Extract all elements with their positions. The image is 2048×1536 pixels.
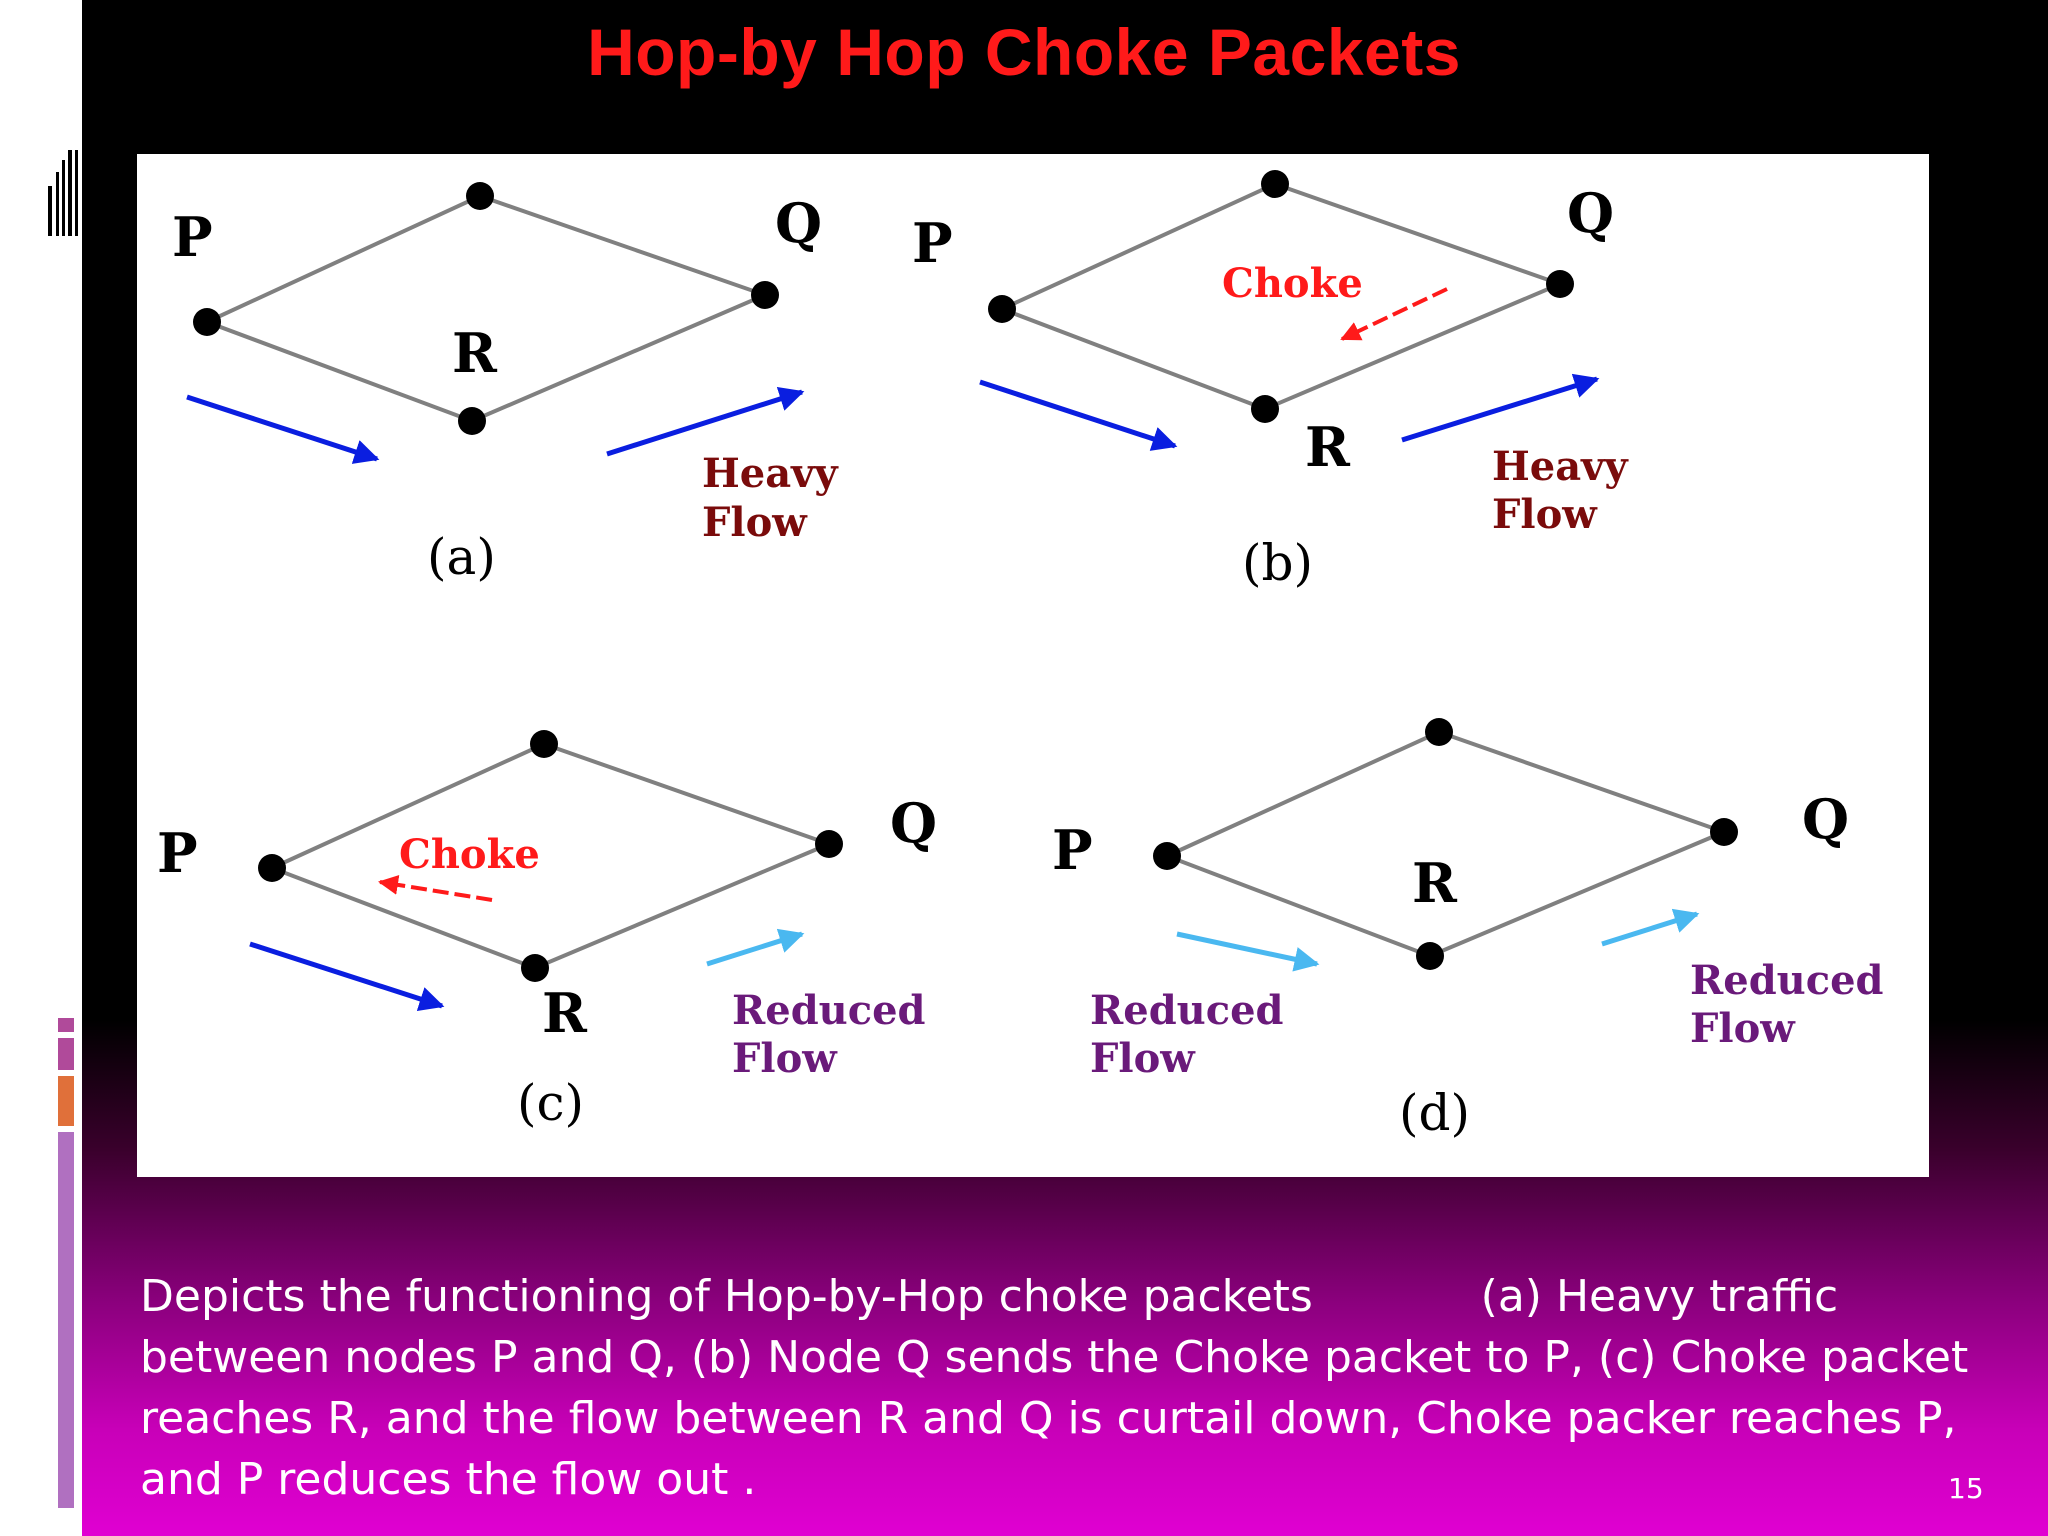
network-links: [201, 193, 771, 424]
node-r: [1416, 942, 1444, 970]
flow-label-right-line-2: Flow: [1690, 1005, 1796, 1052]
node-r: [1251, 395, 1279, 423]
caption-line: between nodes P and Q, (b) Node Q sends …: [140, 1332, 1969, 1383]
accent-bar-purple-small: [58, 1018, 74, 1032]
flow-label-left-line-1: Reduced: [1090, 987, 1284, 1034]
reduced-flow-arrow-in: [1176, 931, 1320, 972]
node-label-p: P: [157, 821, 198, 885]
node-r: [458, 407, 486, 435]
node-label-q: Q: [775, 191, 822, 255]
slide-caption: Depicts the functioning of Hop-by-Hop ch…: [140, 1266, 1969, 1510]
choke-packet-figure: P Q R Heavy Flow (a) P Q R Choke Heavy: [137, 154, 1929, 1177]
caption-line: and P reduces the flow out .: [140, 1454, 757, 1505]
node-label-p: P: [172, 205, 213, 269]
node-label-p: P: [912, 211, 953, 275]
flow-label-line-2: Flow: [702, 499, 808, 546]
node-top: [466, 182, 494, 210]
heavy-flow-arrow-out: [1401, 373, 1600, 443]
decorative-bar: [62, 160, 65, 236]
caption-line: Depicts the functioning of Hop-by-Hop ch…: [140, 1271, 1839, 1322]
network-links: [266, 741, 835, 971]
node-q: [815, 830, 843, 858]
node-r: [521, 954, 549, 982]
flow-label-left-line-2: Flow: [1090, 1035, 1196, 1082]
flow-label-line-1: Reduced: [732, 987, 926, 1034]
choke-packet-arrow: [378, 874, 493, 902]
slide-number: 15: [1948, 1472, 1984, 1505]
accent-bar-orange: [58, 1076, 74, 1126]
flow-label-line-1: Heavy: [702, 450, 839, 497]
accent-bar-lavender: [58, 1132, 74, 1508]
heavy-flow-arrow-in: [979, 379, 1178, 451]
flow-label-line-2: Flow: [1492, 491, 1598, 538]
decorative-bar: [68, 150, 72, 236]
reduced-flow-arrow-out: [706, 928, 805, 967]
choke-label: Choke: [399, 831, 540, 878]
heavy-flow-arrow-in: [249, 941, 445, 1011]
decorative-bar: [56, 172, 59, 236]
node-p: [258, 854, 286, 882]
decorative-bar: [48, 186, 52, 236]
panel-label-a: (a): [427, 528, 496, 586]
node-label-p: P: [1052, 818, 1093, 882]
node-label-r: R: [1305, 415, 1351, 479]
node-q: [751, 281, 779, 309]
flow-label-line-2: Flow: [732, 1035, 838, 1082]
node-label-r: R: [452, 321, 498, 385]
panel-label-b: (b): [1242, 534, 1313, 592]
panel-a: P Q R Heavy Flow (a): [172, 182, 839, 586]
choke-packet-arrow: [1340, 287, 1448, 341]
node-q: [1546, 270, 1574, 298]
slide-title: Hop-by Hop Choke Packets: [587, 15, 1461, 89]
caption-line: reaches R, and the flow between R and Q …: [140, 1393, 1957, 1444]
figure-drawing: P Q R Heavy Flow (a) P Q R Choke Heavy: [157, 170, 1884, 1142]
node-top: [1261, 170, 1289, 198]
node-top: [530, 730, 558, 758]
node-p: [988, 295, 1016, 323]
panel-label-d: (d): [1399, 1084, 1470, 1142]
panel-d: P Q R Reduced Flow Reduced Flow (d): [1052, 718, 1884, 1142]
node-label-q: Q: [1567, 181, 1614, 245]
decorative-bar: [75, 150, 78, 236]
node-p: [193, 308, 221, 336]
node-top: [1425, 718, 1453, 746]
accent-bar-purple: [58, 1038, 74, 1070]
heavy-flow-arrow-in: [186, 394, 380, 464]
heavy-flow-arrow-out: [606, 386, 805, 457]
flow-label-right-line-1: Reduced: [1690, 957, 1884, 1004]
panel-c: P Q R Choke Reduced Flow (c): [157, 730, 937, 1132]
choke-label: Choke: [1222, 260, 1363, 307]
node-label-r: R: [1412, 851, 1458, 915]
flow-label-line-1: Heavy: [1492, 443, 1629, 490]
node-p: [1153, 842, 1181, 870]
reduced-flow-arrow-out: [1601, 908, 1700, 947]
node-label-q: Q: [1802, 787, 1849, 851]
node-label-q: Q: [890, 791, 937, 855]
node-label-r: R: [542, 981, 588, 1045]
network-links: [1161, 729, 1730, 959]
node-q: [1710, 818, 1738, 846]
panel-b: P Q R Choke Heavy Flow (b): [912, 170, 1629, 592]
panel-label-c: (c): [517, 1074, 584, 1132]
